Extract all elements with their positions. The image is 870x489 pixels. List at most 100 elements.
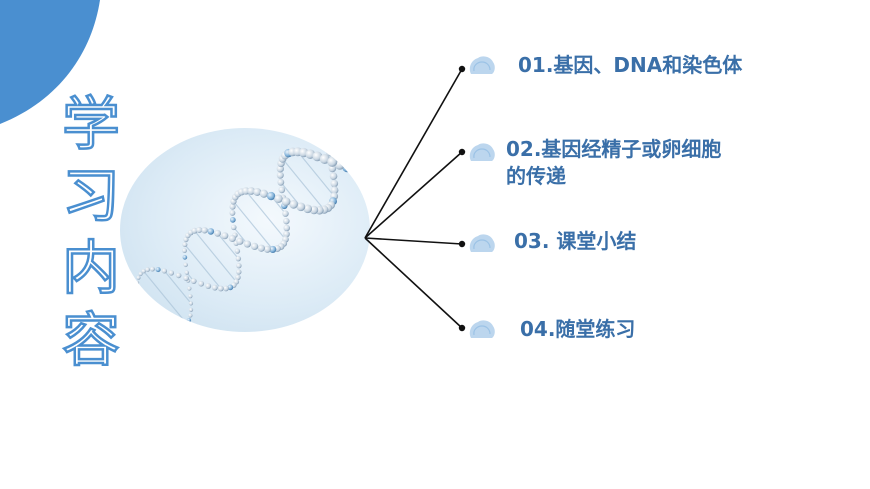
dna-bead	[236, 237, 244, 245]
title-char-3: 内	[61, 233, 122, 304]
connector-dot-3	[458, 240, 466, 248]
cloud-bubble-icon	[469, 143, 495, 161]
dna-bead	[259, 189, 269, 198]
dna-bead	[263, 245, 272, 253]
dna-bead	[229, 216, 236, 223]
dna-bead	[236, 263, 242, 269]
dna-bead	[283, 230, 290, 238]
dna-bead	[205, 283, 212, 289]
dna-bead	[182, 248, 187, 254]
connector-dot-2	[458, 148, 466, 156]
dna-bead	[188, 313, 193, 318]
dna-bead	[191, 227, 198, 234]
dna-bead	[183, 262, 188, 268]
dna-rung	[194, 230, 237, 283]
dna-bead	[217, 285, 224, 292]
dna-bead	[198, 280, 205, 287]
dna-bead	[201, 227, 208, 234]
dna-bead	[188, 301, 194, 306]
dna-bead	[283, 217, 290, 225]
cloud-bubble-icon	[469, 56, 495, 74]
dna-bead	[182, 242, 188, 248]
item-label-3: 03. 课堂小结	[514, 229, 637, 253]
dna-bead	[281, 197, 291, 206]
dna-bead	[276, 165, 284, 173]
content-item-2[interactable]: 02.基因经精子或卵细胞 的传递	[468, 137, 722, 190]
dna-bead	[175, 272, 182, 279]
dna-bead	[235, 256, 242, 262]
dna-bead	[188, 294, 193, 299]
dna-bead	[182, 255, 188, 260]
connector-line-4	[364, 237, 463, 329]
dna-bead	[138, 271, 143, 277]
title-char-4: 容	[61, 305, 122, 376]
dna-bead	[150, 266, 155, 272]
dna-bead	[190, 278, 197, 284]
dna-bead	[136, 275, 141, 280]
dna-bead	[319, 154, 330, 164]
dna-bead	[276, 171, 284, 179]
dna-bead	[330, 179, 339, 188]
dna-rung	[217, 232, 239, 260]
dna-bead	[234, 248, 241, 254]
connector-dot-1	[458, 65, 466, 73]
dna-bead	[228, 234, 236, 243]
dna-rung	[297, 151, 335, 197]
dna-bead	[183, 275, 189, 282]
dna-bead	[227, 284, 234, 291]
dna-bead	[221, 232, 229, 240]
dna-bead	[211, 284, 218, 291]
dna-bead	[145, 267, 150, 272]
dna-bead	[214, 229, 222, 237]
dna-rung	[163, 270, 192, 304]
dna-bead	[250, 242, 259, 251]
dna-bead	[277, 178, 285, 186]
dna-bead	[274, 194, 283, 204]
dna-bead	[229, 209, 236, 216]
dna-bead	[282, 210, 289, 217]
dna-rung	[233, 201, 274, 250]
dna-bead	[141, 268, 146, 274]
item-label-4: 04.随堂练习	[520, 317, 636, 341]
cloud-bubble-icon	[469, 234, 495, 252]
connector-line-1	[364, 68, 463, 239]
dna-bead	[296, 202, 306, 212]
dna-bead	[283, 224, 291, 232]
title-char-2: 习	[61, 161, 122, 232]
content-item-4[interactable]: 04.随堂练习	[468, 316, 635, 343]
corner-accent-shape	[0, 0, 100, 124]
cloud-bubble-icon	[469, 320, 495, 338]
dna-bead	[187, 286, 192, 291]
item-label-1: 01.基因、DNA和染色体	[518, 53, 743, 77]
content-item-1[interactable]: 01.基因、DNA和染色体	[468, 52, 742, 79]
connector-line-3	[364, 237, 463, 245]
dna-bead	[242, 187, 250, 195]
dna-bead	[329, 172, 338, 180]
dna-bead	[183, 236, 189, 243]
connector-dot-4	[458, 324, 466, 332]
dna-bead	[196, 226, 203, 234]
item-label-2: 02.基因经精子或卵细胞 的传递	[506, 137, 722, 188]
dna-bead	[184, 270, 190, 275]
dna-bead	[327, 156, 338, 167]
dna-bead	[229, 203, 236, 210]
dna-bead	[236, 269, 242, 275]
dna-bead	[230, 224, 237, 231]
dna-rung	[184, 244, 222, 289]
dna-bead	[257, 244, 265, 252]
dna-helix-graphic	[134, 128, 370, 330]
content-item-3[interactable]: 03. 课堂小结	[468, 229, 637, 255]
section-title: 学 习 内 容	[56, 88, 126, 376]
dna-bead	[278, 186, 286, 194]
dna-rung	[282, 158, 325, 211]
dna-bead	[253, 188, 262, 196]
dna-bead	[330, 186, 339, 195]
dna-bead	[266, 191, 276, 201]
dna-bead	[188, 307, 194, 312]
dna-helix-image	[120, 128, 370, 332]
dna-bead	[161, 268, 168, 274]
dna-bead	[168, 270, 175, 276]
dna-bead	[223, 285, 229, 292]
dna-bead	[155, 267, 161, 273]
